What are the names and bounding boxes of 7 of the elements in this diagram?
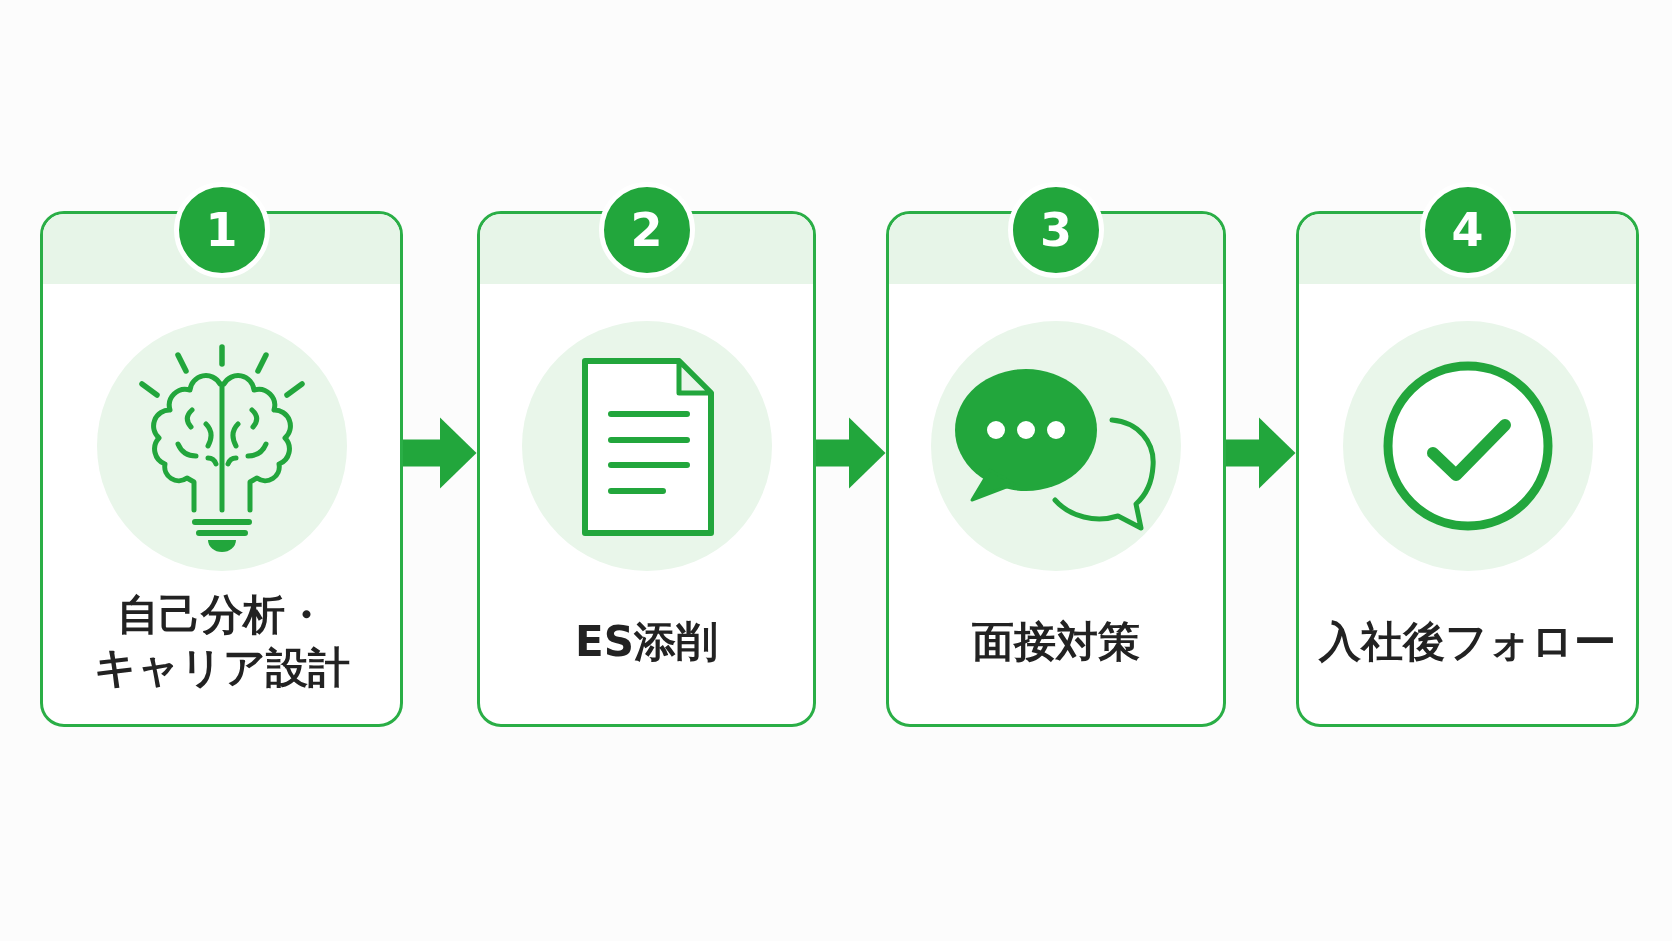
step-title: 自己分析・キャリア設計 bbox=[92, 589, 351, 694]
step-title: 入社後フォロー bbox=[1319, 615, 1616, 668]
step-title: ES添削 bbox=[575, 615, 718, 668]
arrow bbox=[816, 417, 886, 489]
arrow bbox=[403, 417, 477, 489]
arrow bbox=[1226, 417, 1296, 489]
step-title: 面接対策 bbox=[972, 615, 1140, 668]
